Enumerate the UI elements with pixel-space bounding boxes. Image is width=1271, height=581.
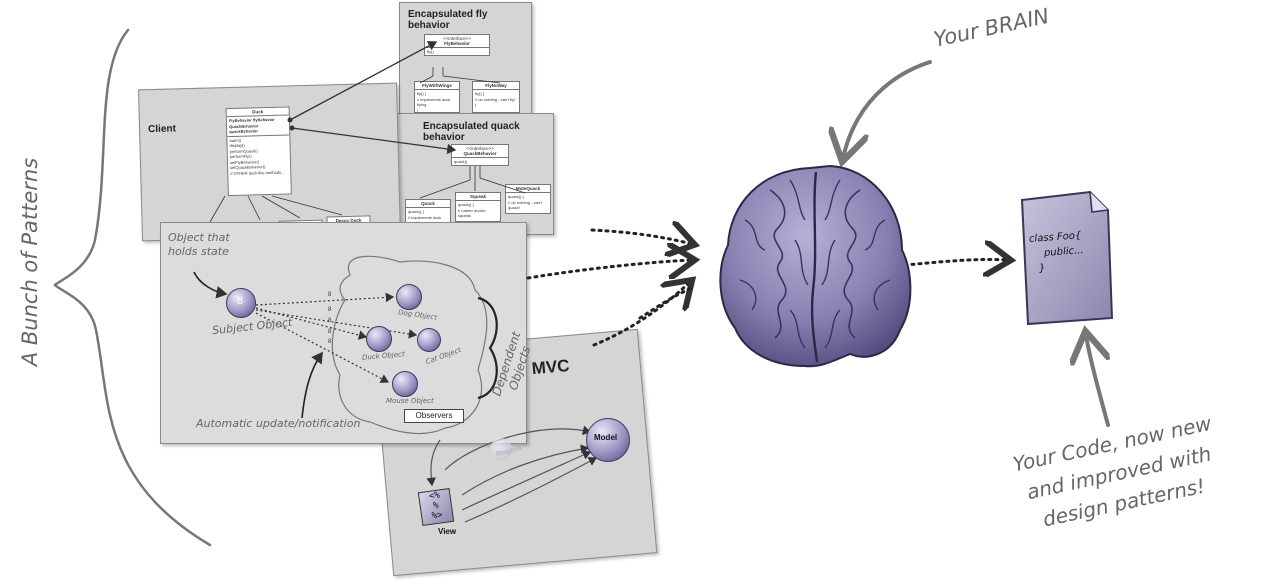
quack-class-name: Quack: [406, 200, 450, 208]
dog-object-orb: [396, 284, 422, 310]
method-line: quack() {: [458, 202, 474, 207]
code-document: [1020, 190, 1114, 326]
quack-class-name: Squeak: [456, 193, 500, 201]
arrow-value: 8: [328, 292, 332, 298]
quack-class-box-2: Squeak quack() {// rubber duckie squeak: [455, 192, 501, 222]
mouse-object-label: Mouse Object: [386, 397, 434, 405]
fly-class-name: FlyWithWings: [415, 82, 459, 90]
arrow-value: 8: [328, 329, 332, 335]
arrow-value: 8: [328, 318, 332, 324]
fly-interface-methods: fly(): [427, 49, 434, 54]
method-line: // implements duck flying: [417, 96, 451, 108]
view-label: View: [438, 527, 457, 536]
method-line: // do nothing - can't quack!: [508, 199, 542, 211]
quack-panel-title: Encapsulated quack behavior: [423, 121, 520, 143]
request-orb: [490, 438, 512, 460]
method-line: fly() {: [475, 91, 485, 96]
fly-class-box-1: FlyWithWings fly() {// implements duck f…: [414, 81, 460, 113]
arrow-value: 8: [328, 339, 332, 345]
quack-class-name: MuteQuack: [506, 185, 550, 193]
fly-interface-box: <<interface>>FlyBehavior fly(): [424, 34, 490, 56]
observers-tag: Observers: [404, 409, 464, 423]
arrow-value: 8: [328, 307, 332, 313]
subject-object-orb: 8: [226, 288, 256, 318]
quack-class-box-3: MuteQuack quack() {// do nothing - can't…: [505, 184, 551, 214]
method-line: quack() {: [508, 194, 524, 199]
method-line: // rubber duckie squeak: [458, 207, 486, 219]
fly-interface-stereotype: <<interface>>: [443, 36, 471, 41]
observer-panel: [160, 222, 527, 444]
cat-object-orb: [417, 328, 441, 352]
quack-interface-name: QuackBehavior: [463, 151, 497, 156]
method-line: }: [475, 102, 477, 107]
fly-class-box-2: FlyNoWay fly() {// do nothing - can't fl…: [472, 81, 520, 113]
duck-object-orb: [366, 326, 392, 352]
quack-interface-stereotype: <<interface>>: [466, 146, 494, 151]
code-doc-text: class Foo{ public... }: [1028, 228, 1085, 277]
method-line: quack() {: [408, 209, 424, 214]
update-label: Automatic update/notification: [196, 417, 361, 430]
mouse-object-orb: [392, 371, 418, 397]
object-label: Object that holds state: [168, 231, 230, 258]
quack-interface-methods: quack(): [454, 159, 468, 164]
fly-behavior-panel: Encapsulated fly behavior <<interface>>F…: [399, 2, 532, 117]
method-line: fly() {: [417, 91, 427, 96]
model-label: Model: [594, 433, 618, 442]
fly-class-name: FlyNoWay: [473, 82, 519, 90]
model-orb: Model: [586, 418, 630, 462]
fly-panel-title: Encapsulated fly behavior: [408, 9, 488, 31]
fly-interface-name: FlyBehavior: [444, 41, 470, 46]
method-line: // do nothing - can't fly!: [475, 96, 516, 102]
quack-interface-box: <<interface>>QuackBehavior quack(): [451, 144, 509, 166]
view-document-icon: <%%%>: [417, 487, 455, 527]
method-line: }: [417, 107, 419, 113]
subject-value: 8: [237, 295, 244, 307]
brain-image: [719, 164, 912, 368]
